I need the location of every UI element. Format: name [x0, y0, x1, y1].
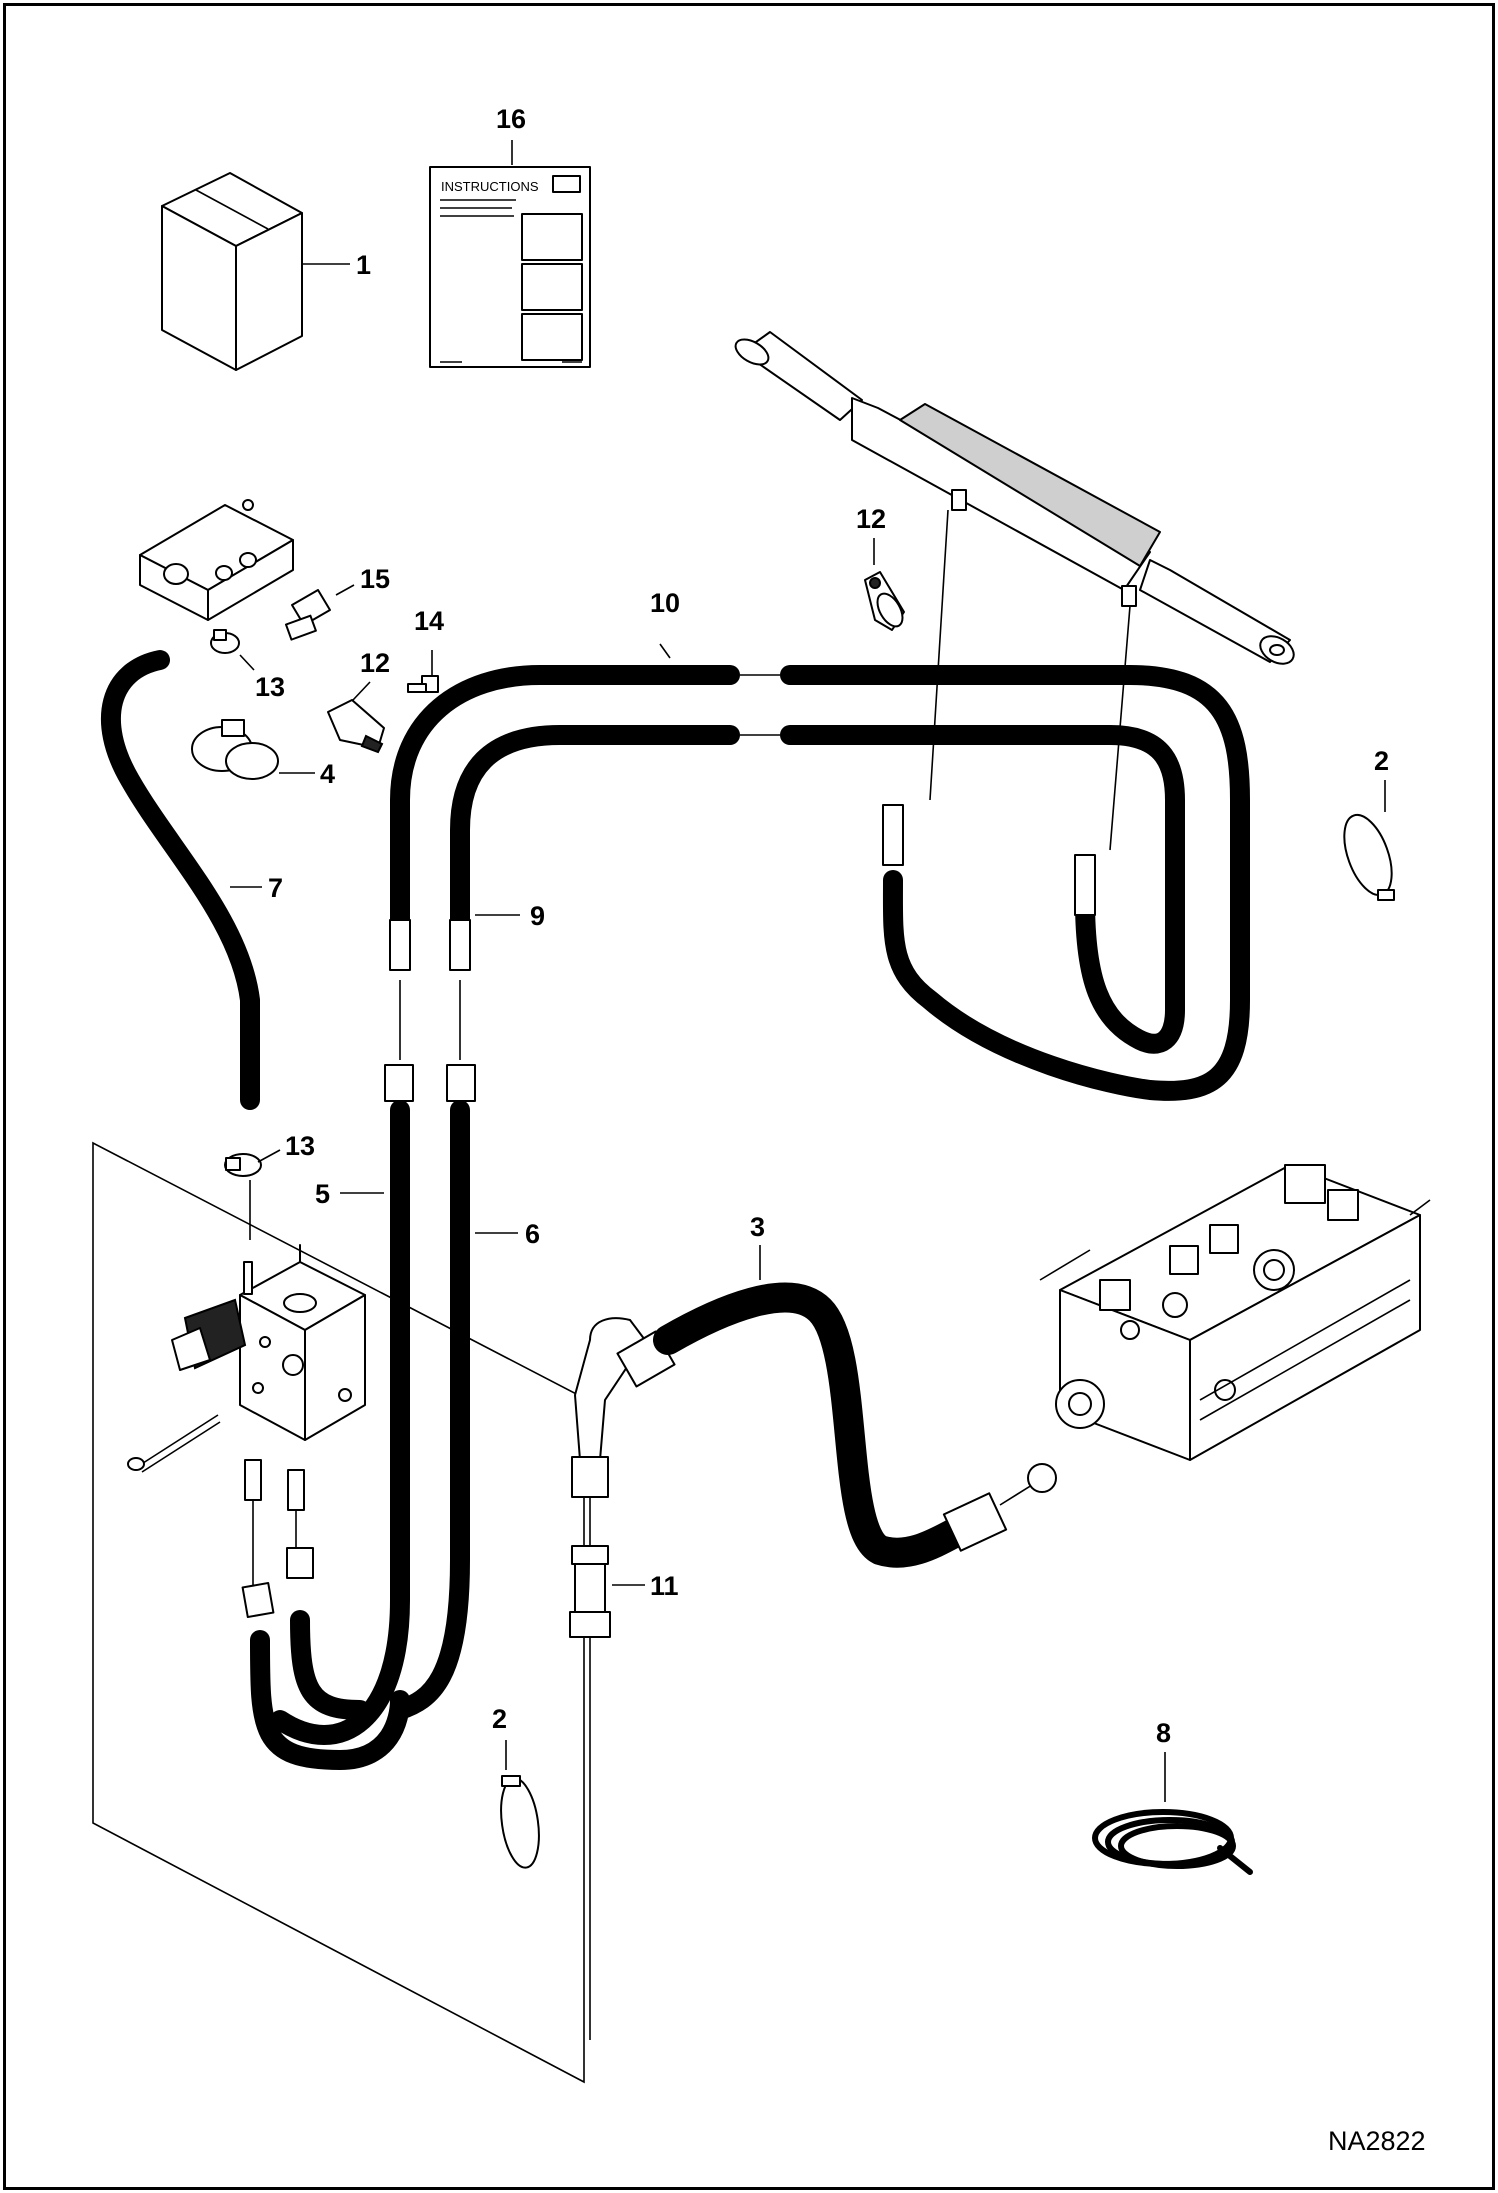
bolt-14: [407, 675, 439, 693]
callout-13-top: 13: [255, 672, 285, 702]
valve-mounting-panel: [92, 1141, 585, 2084]
callout-2-right: 2: [1374, 746, 1389, 776]
hose-9-left: [450, 725, 740, 940]
hose-7: [100, 650, 260, 1110]
callout-6: 6: [525, 1219, 540, 1249]
leader-13-bottom: [257, 1149, 281, 1163]
instructions-label: INSTRUCTIONS: [441, 179, 539, 194]
valve-block-icon: [139, 499, 294, 621]
hose-6-lower: [290, 1610, 370, 1720]
drawing-number: NA2822: [1328, 2126, 1426, 2156]
callout-1: 1: [356, 250, 371, 280]
hose-9-right: [780, 725, 1185, 1054]
tube-11-elbow: [574, 1317, 646, 1461]
drawing-frame: [3, 3, 1495, 2190]
callout-11: 11: [650, 1571, 679, 1601]
main-valve-assembly-icon: [1039, 1164, 1431, 1461]
callout-9: 9: [530, 901, 545, 931]
callout-12-right: 12: [856, 504, 886, 534]
tube-nut: [571, 1456, 609, 1498]
hose-clamp-4: [191, 719, 279, 780]
hose-3: [653, 1282, 975, 1568]
carton-icon: [161, 172, 303, 371]
hose-5-lower: [250, 1630, 410, 1770]
hose-clamp-13-top: [210, 629, 240, 654]
adapter-11: [569, 1545, 611, 1638]
hose-10-left: [390, 665, 740, 940]
hose-6: [390, 1100, 470, 1720]
callout-10: 10: [650, 588, 680, 618]
callout-14: 14: [414, 606, 444, 636]
callout-2-lower: 2: [492, 1704, 507, 1734]
callout-7: 7: [268, 873, 283, 903]
callout-16: 16: [496, 104, 526, 134]
callout-4: 4: [320, 759, 335, 789]
leader-15: [335, 584, 355, 596]
hose-clip-12-right: [864, 571, 905, 631]
hose-10-right: [780, 665, 1250, 1101]
leader-10: [659, 643, 671, 659]
tubing-coil-icon: [1092, 1809, 1253, 1875]
callout-15: 15: [360, 564, 390, 594]
cable-tie-2-lower: [500, 1775, 540, 1869]
hydraulic-cylinder-icon: [734, 331, 1295, 665]
hose-clip-12-left: [327, 699, 385, 754]
callout-3: 3: [750, 1212, 765, 1242]
instruction-manual-icon: INSTRUCTIONS: [429, 166, 591, 368]
control-valve-icon: [127, 1244, 366, 1619]
callout-12-left: 12: [360, 648, 390, 678]
hose-clamp-13-bottom: [224, 1153, 262, 1177]
fitting-15: [284, 589, 331, 641]
leader-13-top: [239, 654, 255, 671]
callout-13-bottom: 13: [285, 1131, 315, 1161]
callout-5: 5: [315, 1179, 330, 1209]
leader-12-left: [352, 681, 371, 701]
cable-tie-2-right: [1343, 813, 1395, 901]
callout-8: 8: [1156, 1718, 1171, 1748]
